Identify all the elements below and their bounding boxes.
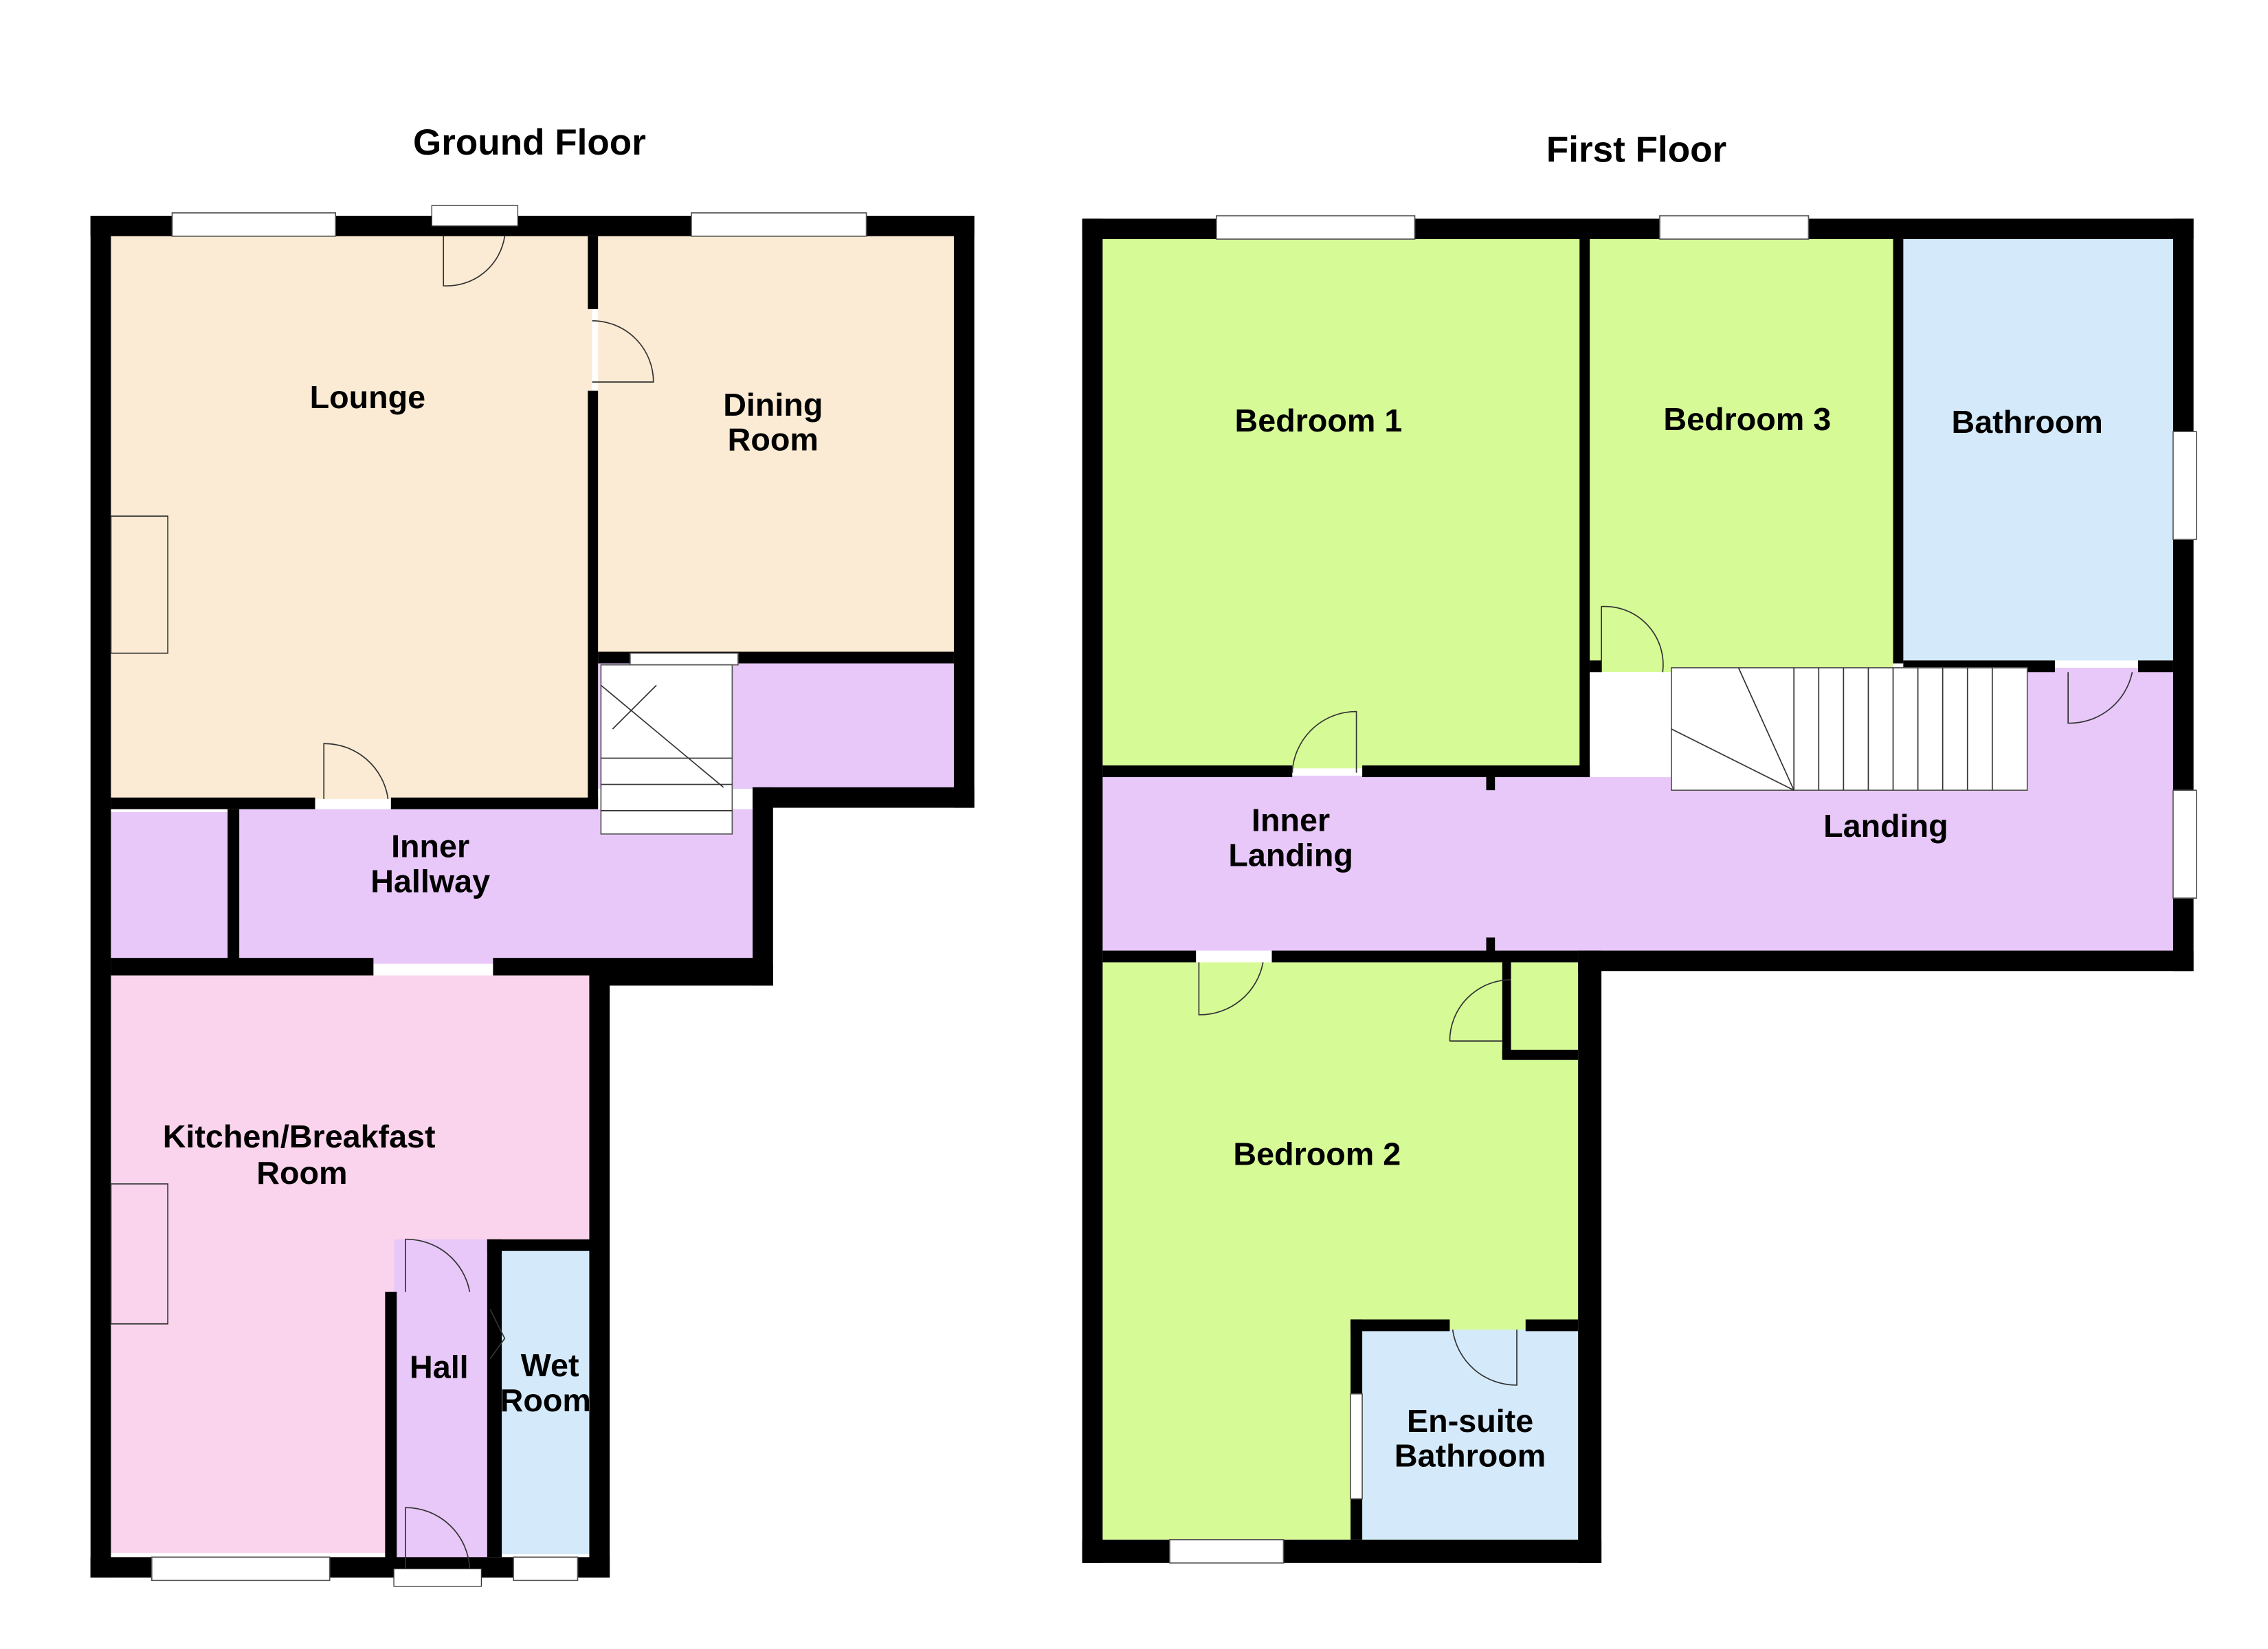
door-icon	[489, 1309, 506, 1360]
room-label-dining-1: Dining	[723, 387, 823, 423]
window	[1169, 1539, 1285, 1564]
door-icon	[323, 743, 389, 799]
room-label-lounge: Lounge	[310, 379, 426, 415]
window	[151, 1556, 331, 1582]
door-icon	[1198, 962, 1264, 1016]
room-label-inner-landing-1: Inner	[1252, 803, 1330, 838]
room-label-bathroom: Bathroom	[1952, 404, 2103, 440]
chimney-breast	[110, 515, 169, 654]
room-ensuite	[1362, 1330, 1579, 1540]
room-dining-room	[598, 236, 954, 656]
room-label-inner-landing-2: Landing	[1228, 837, 1353, 873]
room-lounge	[111, 236, 592, 799]
window	[1216, 215, 1416, 240]
chimney-breast	[110, 1183, 169, 1325]
room-label-inner-hallway-2: Hallway	[370, 864, 490, 899]
door-icon	[592, 319, 654, 383]
room-label-bedroom-3: Bedroom 3	[1663, 401, 1831, 437]
room-label-dining-2: Room	[728, 422, 819, 458]
room-bedroom-3	[1590, 237, 1893, 673]
window	[2172, 789, 2197, 899]
room-label-landing: Landing	[1823, 808, 1948, 844]
stairs-icon	[1671, 667, 2028, 791]
door-icon	[431, 205, 519, 287]
room-landing-area	[1102, 775, 2173, 951]
room-void	[1590, 672, 1671, 778]
room-label-wet-room-1: Wet	[521, 1347, 579, 1383]
room-label-inner-hallway-1: Inner	[391, 829, 469, 864]
room-label-hall: Hall	[410, 1349, 469, 1384]
first-floor-walls	[1082, 218, 2194, 1563]
room-wet-room	[502, 1250, 590, 1555]
window	[1350, 1393, 1363, 1500]
room-label-kitchen-1: Kitchen/Breakfast	[163, 1119, 436, 1154]
first-floor-title: First Floor	[1546, 130, 1726, 170]
room-bathroom	[1902, 237, 2173, 661]
room-landing-upper	[2027, 667, 2173, 785]
room-inner-hallway-lower	[239, 809, 753, 964]
room-label-wet-room-2: Room	[500, 1382, 591, 1418]
door-icon	[2067, 672, 2133, 724]
door-icon	[1601, 605, 1664, 673]
window	[513, 1556, 579, 1582]
door-icon	[1452, 1330, 1517, 1386]
window	[171, 212, 337, 237]
room-bedroom-1	[1102, 237, 1581, 769]
room-label-ensuite-2: Bathroom	[1394, 1438, 1546, 1474]
door-icon	[393, 1507, 482, 1587]
room-label-ensuite-1: En-suite	[1407, 1403, 1533, 1439]
first-floor: First Floor	[1082, 130, 2197, 1564]
room-label-kitchen-2: Room	[256, 1155, 347, 1191]
ground-floor: Ground Floor	[90, 122, 975, 1587]
window	[2172, 431, 2197, 540]
window	[691, 212, 867, 237]
stairs-icon	[600, 664, 733, 835]
room-hall	[394, 1239, 487, 1560]
room-label-bedroom-2: Bedroom 2	[1233, 1136, 1401, 1171]
room-store	[111, 811, 228, 958]
door-icon	[1449, 979, 1511, 1042]
door-icon	[1291, 710, 1357, 773]
window	[629, 652, 739, 666]
door-icon	[405, 1238, 471, 1292]
room-label-bedroom-1: Bedroom 1	[1235, 403, 1403, 438]
window	[1659, 215, 1810, 240]
ground-floor-title: Ground Floor	[413, 122, 646, 163]
